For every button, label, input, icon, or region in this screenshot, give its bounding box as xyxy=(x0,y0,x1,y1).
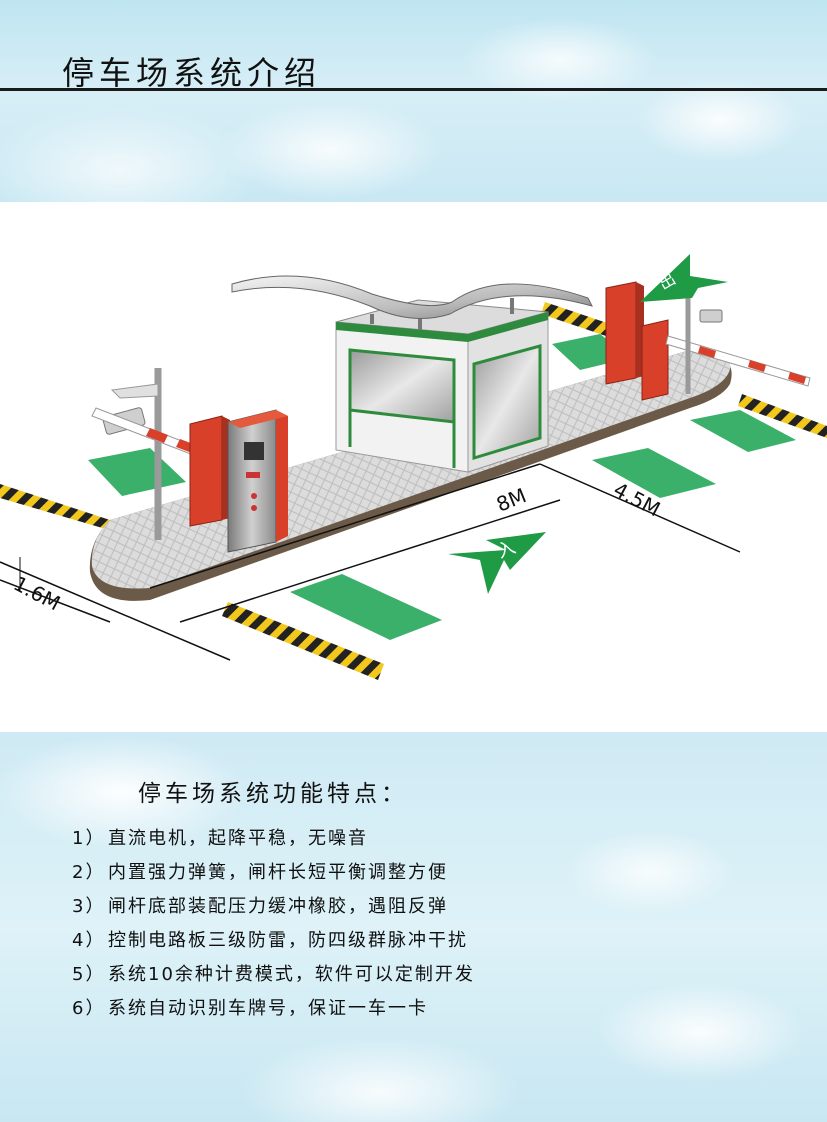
hazard-stripe-bottom xyxy=(222,602,384,680)
feature-list: 1）直流电机，起降平稳，无噪音 2）内置强力弹簧，闸杆长短平衡调整方便 3）闸杆… xyxy=(72,822,475,1026)
barrier-gate-right xyxy=(605,281,637,385)
list-item: 4）控制电路板三级防雷，防四级群脉冲干扰 xyxy=(72,924,475,958)
lane-marking xyxy=(88,448,186,496)
list-item-text: 系统自动识别车牌号，保证一车一卡 xyxy=(108,998,428,1019)
list-item-text: 直流电机，起降平稳，无噪音 xyxy=(108,828,368,849)
ticket-dispenser xyxy=(227,409,277,553)
list-item: 3）闸杆底部装配压力缓冲橡胶，遇阻反弹 xyxy=(72,890,475,924)
hazard-stripe-top xyxy=(541,302,610,336)
list-item-number: 3） xyxy=(72,896,106,917)
list-item-text: 闸杆底部装配压力缓冲橡胶，遇阻反弹 xyxy=(108,896,448,917)
hazard-stripe-left xyxy=(0,484,116,532)
booth-trim xyxy=(336,312,548,342)
list-item: 2）内置强力弹簧，闸杆长短平衡调整方便 xyxy=(72,856,475,890)
lane-marking xyxy=(690,410,796,452)
list-item-number: 1） xyxy=(72,828,106,849)
list-item-number: 4） xyxy=(72,930,106,951)
features-background xyxy=(0,732,827,1122)
list-item-number: 2） xyxy=(72,862,106,883)
list-item-text: 控制电路板三级防雷，防四级群脉冲干扰 xyxy=(108,930,468,951)
header-background xyxy=(0,0,827,202)
parking-system-diagram: 8M 4.5M 1.6M 入 出 xyxy=(0,254,827,680)
entry-arrow-icon xyxy=(448,532,546,594)
list-item: 1）直流电机，起降平稳，无噪音 xyxy=(72,822,475,856)
booth-door xyxy=(472,344,542,461)
list-item-text: 系统10余种计费模式，软件可以定制开发 xyxy=(108,964,475,985)
list-item-number: 6） xyxy=(72,998,106,1019)
exit-arrow-icon xyxy=(640,254,728,302)
lane-marking xyxy=(290,574,442,640)
barrier-gate-right-2 xyxy=(641,319,669,401)
list-item-text: 内置强力弹簧，闸杆长短平衡调整方便 xyxy=(108,862,448,883)
list-item: 5）系统10余种计费模式，软件可以定制开发 xyxy=(72,958,475,992)
lane-marking xyxy=(592,448,716,498)
title-rule xyxy=(0,88,827,91)
list-item-number: 5） xyxy=(72,964,106,985)
list-item: 6）系统自动识别车牌号，保证一车一卡 xyxy=(72,992,475,1026)
booth-canopy xyxy=(231,275,593,319)
features-title: 停车场系统功能特点： xyxy=(138,781,408,807)
hazard-stripe-right xyxy=(738,394,827,438)
light-fixture-left xyxy=(110,383,159,399)
booth-window xyxy=(348,348,456,424)
page-title: 停车场系统介绍 xyxy=(62,54,322,92)
camera-icon-right xyxy=(699,309,723,323)
barrier-gate-left xyxy=(189,415,223,527)
